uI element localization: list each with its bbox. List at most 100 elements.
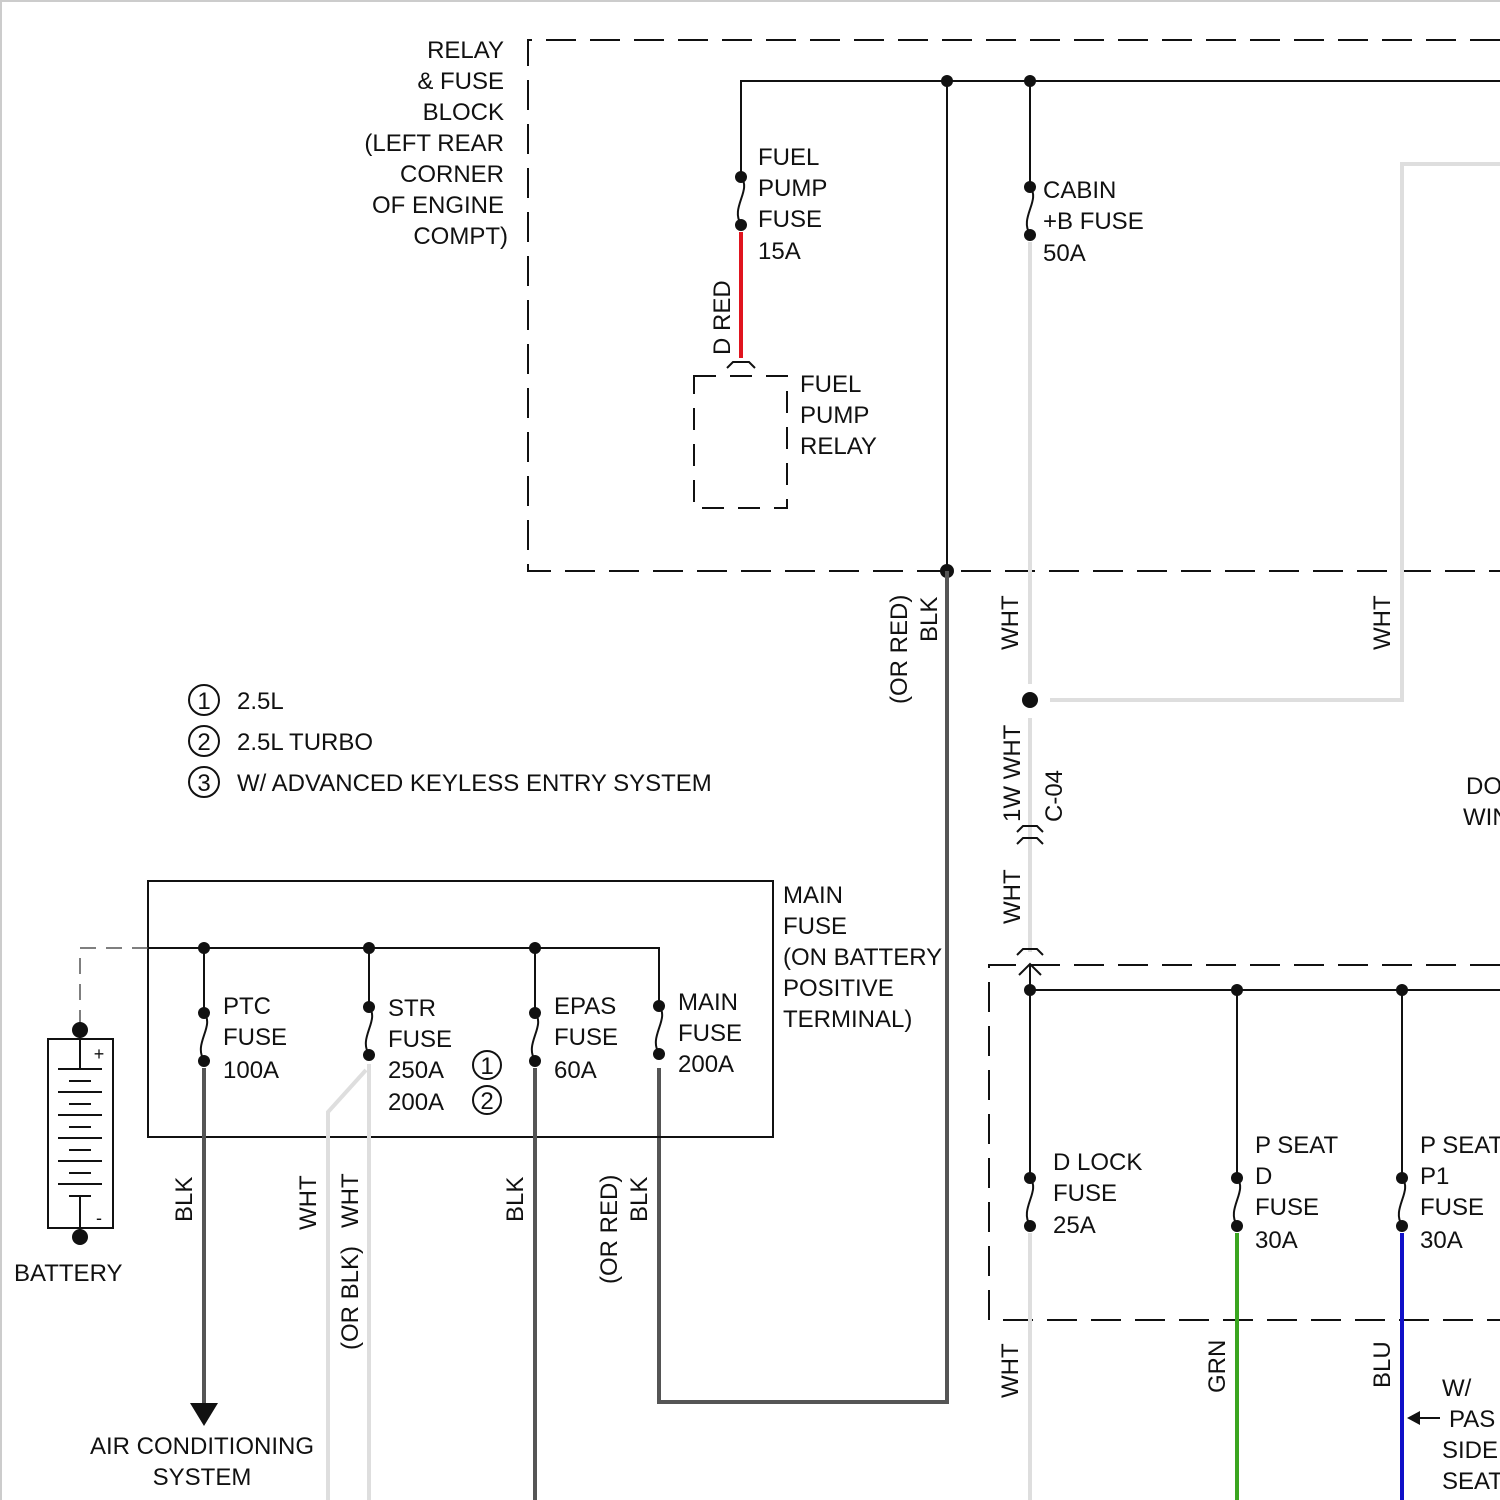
block-label: FUSE (783, 913, 847, 940)
legend-number: 1 (197, 688, 210, 715)
str-fuse: STR FUSE 250A 200A 1 2 (363, 995, 501, 1116)
fuse-label: FUSE (758, 206, 822, 233)
battery-terminal (72, 1229, 88, 1245)
relay-fuse-block-boundary (528, 40, 1500, 571)
legend-number: 2 (197, 729, 210, 756)
wire-color-label: BLK (916, 597, 943, 642)
option-note: SEAT (1442, 1468, 1500, 1495)
fuse-label: FUEL (758, 144, 819, 171)
fuse-icon (1027, 1178, 1033, 1225)
battery-label: BATTERY (14, 1260, 122, 1287)
wire-color-label: 1W WHT (999, 724, 1026, 822)
fuse-icon (1027, 187, 1033, 234)
legend-text: W/ ADVANCED KEYLESS ENTRY SYSTEM (237, 770, 712, 797)
fuse-label: P SEAT (1255, 1132, 1338, 1159)
p-seat-p1-fuse: P SEAT P1 FUSE 30A (1396, 1132, 1500, 1254)
relay-fuse-block-label: (LEFT REAR (364, 130, 504, 157)
fuse-rating: 100A (223, 1057, 279, 1084)
fuse-label: FUSE (1053, 1180, 1117, 1207)
wire-color-label: BLU (1369, 1341, 1396, 1388)
relay-fuse-block-label: CORNER (400, 161, 504, 188)
fuse-label: P1 (1420, 1163, 1449, 1190)
fuse-label: PTC (223, 993, 271, 1020)
connector-label: C-04 (1041, 770, 1068, 822)
relay-boundary (694, 376, 787, 508)
battery-plus: + (94, 1044, 105, 1064)
fuse-icon (656, 1006, 662, 1053)
fuse-label: FUSE (678, 1020, 742, 1047)
fuse-rating: 30A (1420, 1227, 1463, 1254)
wire-color-label: WHT (1369, 595, 1396, 650)
wire-wht-right (1050, 164, 1500, 700)
fuse-label: EPAS (554, 993, 616, 1020)
legend-number: 3 (197, 770, 210, 797)
relay-fuse-block: RELAY & FUSE BLOCK (LEFT REAR CORNER OF … (364, 37, 1500, 571)
top-bus (741, 81, 1500, 176)
wire-color-label: (OR RED) (886, 595, 913, 704)
junction-dot (1022, 692, 1038, 708)
block-label: MAIN (783, 882, 843, 909)
fuse-rating: 250A (388, 1057, 444, 1084)
relay-fuse-block-label: OF ENGINE (372, 192, 504, 219)
ptc-fuse: PTC FUSE 100A (198, 993, 287, 1084)
fuse-icon (738, 177, 744, 224)
wire-color-label: BLK (626, 1177, 653, 1222)
d-lock-fuse: D LOCK FUSE 25A (1024, 1149, 1142, 1239)
relay-fuse-block-label: COMPT) (413, 223, 508, 250)
fuse-label: CABIN (1043, 177, 1116, 204)
wire-color-label: GRN (1204, 1340, 1231, 1393)
air-conditioning-label: SYSTEM (153, 1464, 252, 1491)
wire-color-label: BLK (171, 1177, 198, 1222)
fuse-icon (201, 1013, 207, 1060)
fuse-rating: 30A (1255, 1227, 1298, 1254)
fuse-label: FUSE (1420, 1194, 1484, 1221)
option-note: PAS (1449, 1406, 1495, 1433)
relay-label: PUMP (800, 402, 869, 429)
fuse-label: PUMP (758, 175, 827, 202)
block-label: POSITIVE (783, 975, 894, 1002)
fuse-rating: 60A (554, 1057, 597, 1084)
fuse-label: D (1255, 1163, 1272, 1190)
fuse-icon (366, 1007, 372, 1054)
legend: 1 2.5L 2 2.5L TURBO 3 W/ ADVANCED KEYLES… (189, 685, 712, 797)
p-seat-d-fuse: P SEAT D FUSE 30A (1231, 1132, 1338, 1254)
fuse-rating: 200A (388, 1089, 444, 1116)
fuse-label: +B FUSE (1043, 208, 1144, 235)
main-fuse: MAIN FUSE 200A (653, 989, 742, 1078)
fuel-pump-relay: FUEL PUMP RELAY (694, 371, 877, 508)
fuse-label: D LOCK (1053, 1149, 1142, 1176)
wire-color-label: WHT (997, 1343, 1024, 1398)
block-label: (ON BATTERY (783, 944, 942, 971)
relay-fuse-block-label: RELAY (427, 37, 504, 64)
connector-icon (727, 362, 755, 368)
fuse-rating: 25A (1053, 1212, 1096, 1239)
epas-fuse: EPAS FUSE 60A (529, 993, 618, 1084)
fuse-rating: 200A (678, 1051, 734, 1078)
wire-color-label: BLK (502, 1177, 529, 1222)
fuse-label: P SEAT (1420, 1132, 1500, 1159)
fuse-label: FUSE (223, 1024, 287, 1051)
fuse-icon (1399, 1178, 1405, 1225)
relay-label: RELAY (800, 433, 877, 460)
variant-number: 2 (480, 1088, 493, 1115)
wire-color-label: WHT (295, 1175, 322, 1230)
wire-color-label: (OR BLK) (337, 1246, 364, 1350)
wire-color-label: WHT (997, 595, 1024, 650)
option-note: SIDE (1442, 1437, 1498, 1464)
battery-link (80, 948, 148, 1028)
option-note: W/ (1442, 1375, 1472, 1402)
fuse-label: FUSE (388, 1026, 452, 1053)
right-edge-label: DO (1466, 773, 1500, 800)
cabin-b-fuse: CABIN +B FUSE 50A (1024, 177, 1144, 267)
relay-fuse-block-label: BLOCK (423, 99, 504, 126)
fuse-icon (1234, 1178, 1240, 1225)
fuel-pump-fuse: FUEL PUMP FUSE 15A (735, 144, 827, 265)
relay-fuse-block-label: & FUSE (417, 68, 504, 95)
fuse-label: FUSE (554, 1024, 618, 1051)
fuse-label: FUSE (1255, 1194, 1319, 1221)
legend-text: 2.5L (237, 688, 284, 715)
fuse-label: MAIN (678, 989, 738, 1016)
battery: + - BATTERY (14, 1022, 122, 1287)
fuse-icon (532, 1013, 538, 1060)
